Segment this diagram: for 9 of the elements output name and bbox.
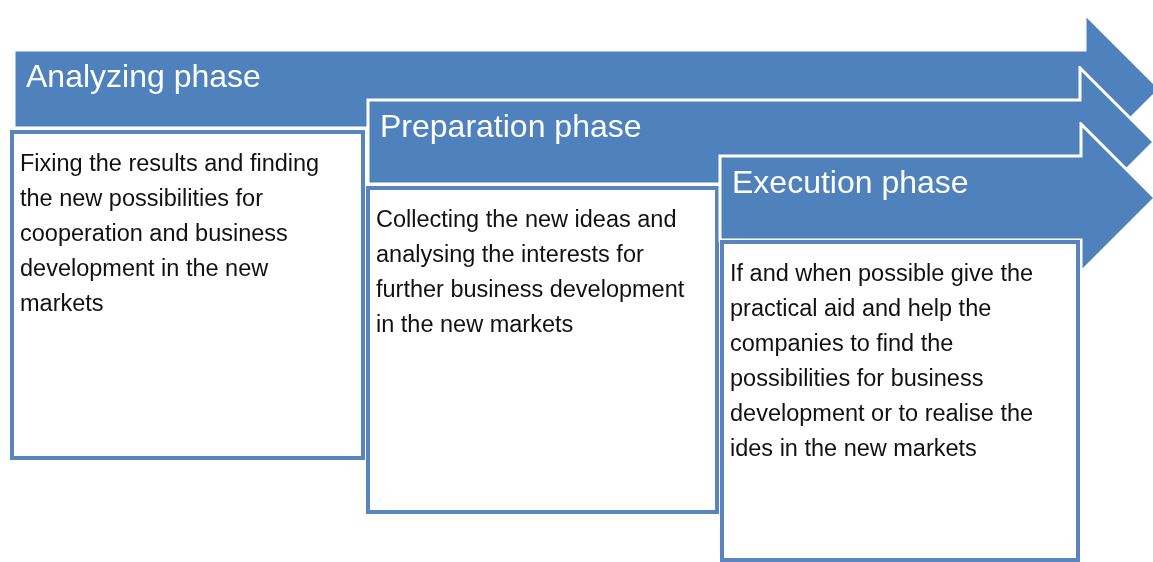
description-box xyxy=(366,186,719,514)
phase-title: Preparation phase xyxy=(380,108,642,145)
description-text: Collecting the new ideas and analysing the interests for further business development in the new markets xyxy=(376,205,686,339)
description-text: Fixing the results and finding the new possibilities for cooperation and business development in the new markets xyxy=(20,149,321,318)
phase-title: Analyzing phase xyxy=(26,58,261,95)
description-box xyxy=(10,130,365,460)
description-text: If and when possible give the practical aid and help the companies to find the possibilities for business development or to realise the ides in the new markets xyxy=(730,259,1035,463)
phase-title: Execution phase xyxy=(732,164,969,201)
description-box xyxy=(720,240,1080,562)
